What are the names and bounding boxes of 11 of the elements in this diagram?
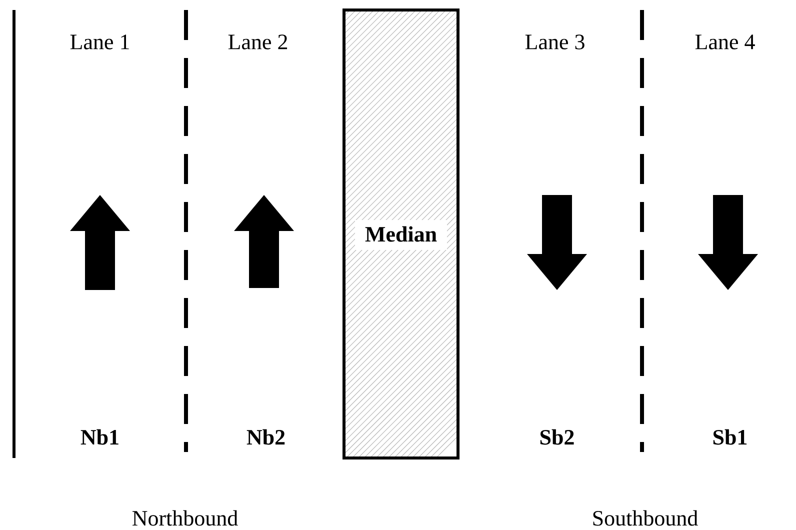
median-box: Median xyxy=(342,8,460,460)
lane-label: Lane 3 xyxy=(525,34,584,50)
lane-code: Nb2 xyxy=(246,429,285,445)
lane-code: Sb1 xyxy=(713,429,747,445)
direction-label: Northbound xyxy=(132,510,238,526)
lane-label: Lane 4 xyxy=(695,34,755,50)
direction-label: Southbound xyxy=(593,510,698,526)
lane-label: Lane 2 xyxy=(228,34,288,50)
lane-code: Nb1 xyxy=(80,429,118,445)
lane-label: Lane 1 xyxy=(70,34,129,50)
lane-code: Sb2 xyxy=(540,429,574,445)
